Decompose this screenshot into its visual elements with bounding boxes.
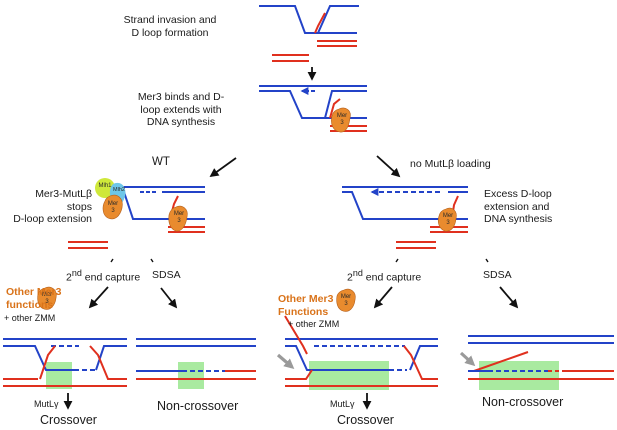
wt-label: WT xyxy=(152,156,170,168)
heteroduplex-box xyxy=(46,362,72,389)
mutant-second-end-capture-label: 2nd end capture xyxy=(347,268,422,284)
dash-ticks xyxy=(110,258,489,263)
arrow-to-wt xyxy=(209,157,237,178)
mer3-protein xyxy=(336,288,356,312)
arrow-wt-sdsa xyxy=(160,287,178,309)
duplex-crossover-wt xyxy=(3,338,127,387)
mutant-label: no MutLβ loading xyxy=(410,158,491,170)
arrow-to-mutant xyxy=(376,155,401,178)
wt-crossover-label: Crossover xyxy=(40,413,97,427)
wt-other-zmm: + other ZMM xyxy=(4,313,56,323)
mutant-sdsa-label: SDSA xyxy=(483,269,512,281)
wt-mutl-gamma-label: MutLγ xyxy=(34,399,59,409)
mutant-mutl-gamma-label: MutLγ xyxy=(330,399,355,409)
duplex-noncrossover-wt xyxy=(136,338,256,380)
flow-arrows xyxy=(63,67,519,410)
mutant-noncrossover-label: Non-crossover xyxy=(482,395,564,409)
wt-noncrossover-label: Non-crossover xyxy=(157,399,239,413)
arrow-mut-crossover xyxy=(373,286,393,309)
wt-sdsa-label: SDSA xyxy=(152,269,181,281)
mer3-protein xyxy=(331,107,351,133)
mer3-protein xyxy=(168,205,188,232)
mutant-other-zmm: + other ZMM xyxy=(288,319,340,329)
mer3-protein xyxy=(437,207,457,232)
grey-arrow xyxy=(276,353,295,369)
duplex-crossover-mutant xyxy=(284,315,438,387)
mer3-protein xyxy=(37,286,57,310)
mlh2-label: Mlh2 xyxy=(113,187,125,193)
mer3-protein xyxy=(102,194,123,220)
mutant-crossover-label: Crossover xyxy=(337,413,394,427)
duplex-mutant xyxy=(342,186,468,249)
heteroduplex-box xyxy=(479,361,559,390)
grey-arrow xyxy=(459,351,476,367)
heteroduplex-box xyxy=(178,362,204,389)
mlh1-label: Mlh1 xyxy=(98,183,112,189)
wt-second-end-capture-label: 2nd end capture xyxy=(66,268,141,284)
duplex-step1 xyxy=(259,5,359,62)
arrow-wt-crossover xyxy=(88,286,109,309)
arrow-mut-sdsa xyxy=(499,286,519,309)
duplex-noncrossover-mutant xyxy=(468,335,614,380)
